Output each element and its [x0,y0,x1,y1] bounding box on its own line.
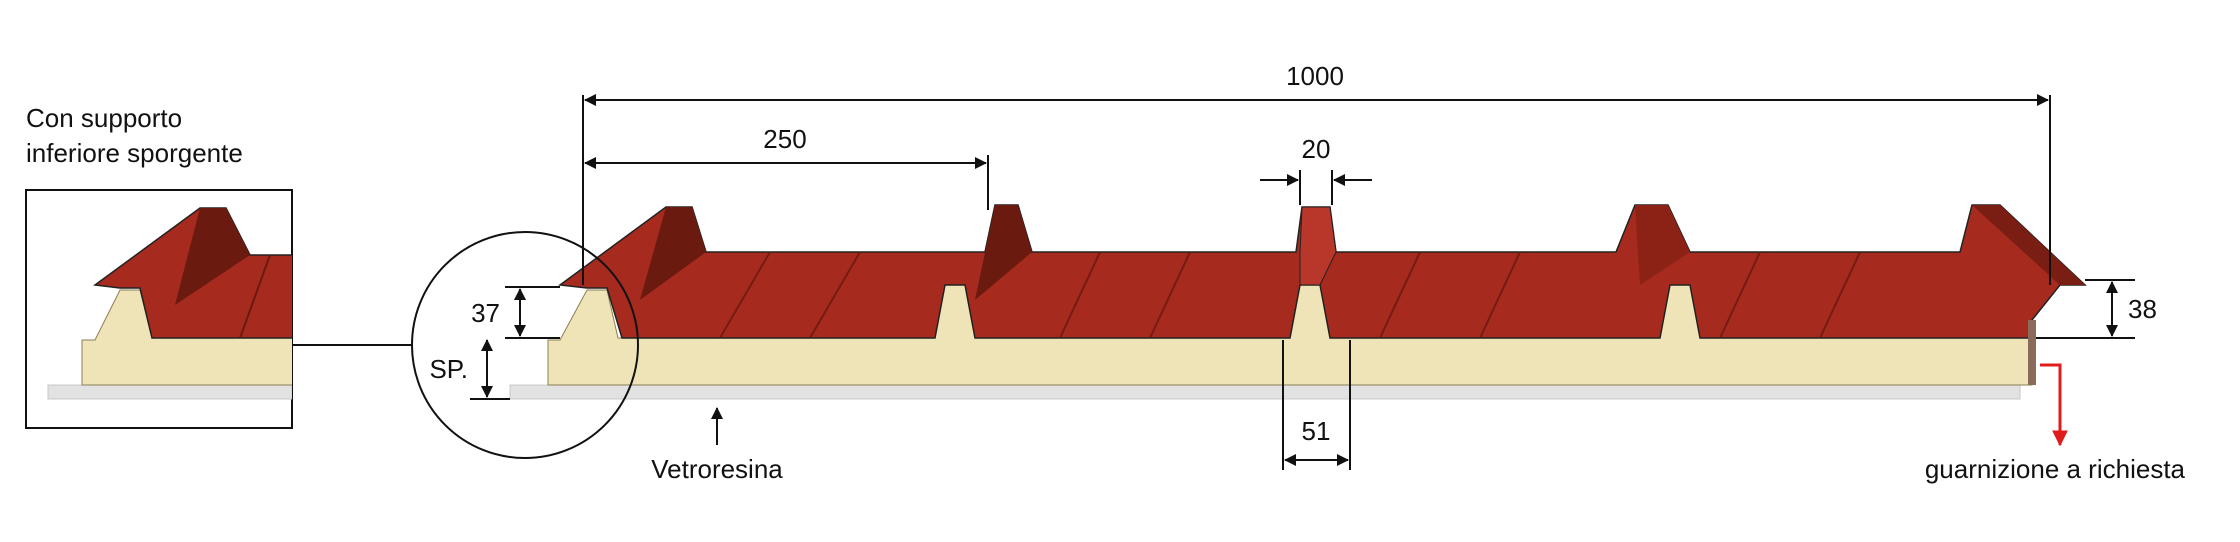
main-panel [509,204,2087,400]
callout-line-1: Con supporto [26,103,182,133]
rib-top-width-label: 20 [1302,134,1331,164]
rib-height-label: 37 [471,298,500,328]
callout-line-2: inferiore sporgente [26,138,243,168]
bottom-layer-callout: Vetroresina [651,407,783,484]
rib-base-width-dimension: 51 [1282,340,1351,470]
fiberglass-layer [509,384,2021,400]
gasket-strip [2028,320,2036,385]
rib-top-width-dimension: 20 [1260,134,1372,205]
inset-detail: Con supporto inferiore sporgente [25,103,293,429]
rib-pitch-dimension: 250 [584,124,989,210]
thickness-label: SP. [429,354,468,384]
overall-width-dimension: 1000 [582,61,2051,285]
rib-height-dimension: 37 [471,286,560,339]
thickness-dimension: SP. [429,339,510,400]
overall-width-label: 1000 [1286,61,1344,91]
bottom-layer-label: Vetroresina [651,454,783,484]
gasket-callout: guarnizione a richiesta [1925,363,2186,484]
gasket-label: guarnizione a richiesta [1925,454,2186,484]
edge-height-dimension: 38 [2036,279,2157,339]
edge-height-label: 38 [2128,294,2157,324]
rib-base-width-label: 51 [1302,416,1331,446]
rib-pitch-label: 250 [763,124,806,154]
